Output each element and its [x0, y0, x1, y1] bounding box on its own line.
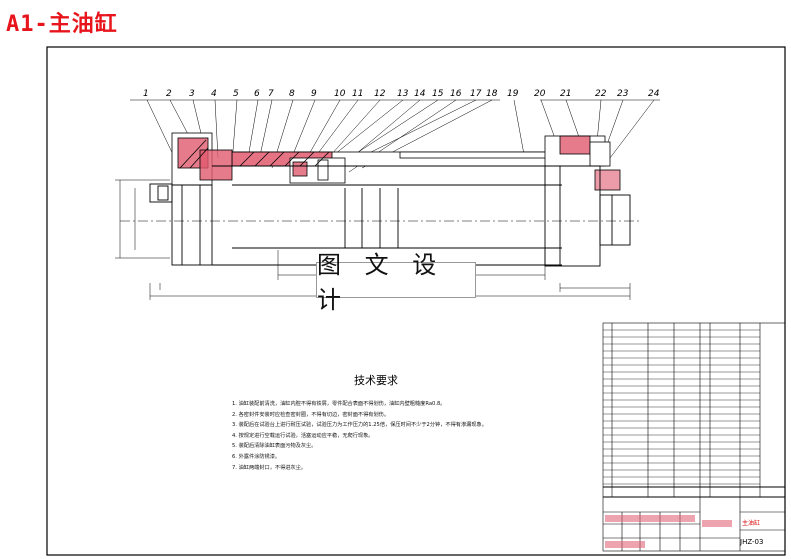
part-number: 7 [268, 89, 274, 99]
part-number: 13 [397, 89, 409, 99]
part-number-labels: 1 2 3 4 5 6 7 8 9 10 11 12 13 14 15 16 1… [143, 89, 660, 99]
drawing-number: JHZ-03 [740, 538, 764, 546]
part-number: 10 [334, 89, 346, 99]
part-number: 23 [617, 89, 629, 99]
part-number: 3 [189, 89, 195, 99]
upper-section [171, 132, 621, 191]
part-number: 2 [166, 89, 172, 99]
part-number: 11 [352, 89, 363, 99]
tech-requirement-item: 1. 油缸装配前清洗，油缸内腔不得有铁屑，零件配合表面不得划伤，油缸内壁粗糙度R… [232, 401, 446, 407]
part-number: 14 [414, 89, 426, 99]
part-number: 15 [432, 89, 444, 99]
tech-requirement-item: 2. 各密封件安装时应检查密封圈，不得有切边，密封面不得有划伤。 [232, 411, 390, 418]
tech-requirement-item: 5. 装配后清除油缸表面污物及灰尘。 [232, 443, 317, 450]
sheet-border [46, 46, 786, 556]
tech-requirements-list: 1. 油缸装配前清洗，油缸内腔不得有铁屑，零件配合表面不得划伤，油缸内壁粗糙度R… [232, 399, 592, 473]
tech-requirement-item: 7. 油缸两端封口，不得进灰尘。 [232, 464, 307, 471]
part-number: 19 [507, 89, 519, 99]
part-number: 8 [289, 89, 295, 99]
part-number: 18 [486, 89, 498, 99]
part-number: 12 [374, 89, 386, 99]
watermark: 图 文 设 计 [316, 251, 476, 314]
parts-list-rows [603, 329, 760, 485]
stamp-marks [605, 515, 732, 548]
part-number: 22 [595, 89, 607, 99]
tech-requirement-item: 3. 装配后在试验台上进行耐压试验，试验压力为工作压力的1.25倍，保压时间不少… [232, 422, 487, 429]
part-number: 5 [233, 89, 239, 99]
part-number: 16 [450, 89, 462, 99]
part-number: 24 [648, 89, 660, 99]
part-number: 20 [534, 89, 546, 99]
part-number: 6 [254, 89, 260, 99]
tech-requirements-heading: 技术要求 [354, 374, 398, 387]
drawing-title: A1-主油缸 [6, 12, 118, 37]
part-number: 1 [143, 89, 149, 99]
part-number: 9 [311, 89, 317, 99]
part-number: 17 [470, 89, 482, 99]
leader-lines [130, 99, 660, 173]
drawing-name: 主油缸 [742, 520, 761, 527]
tech-requirement-item: 6. 外露件涂防锈漆。 [232, 453, 281, 460]
part-number: 21 [560, 89, 571, 99]
title-block [602, 322, 786, 552]
part-number: 4 [211, 89, 217, 99]
tech-requirement-item: 4. 按规定进行空载运行试验，活塞运动应平稳，无爬行现象。 [232, 432, 374, 439]
